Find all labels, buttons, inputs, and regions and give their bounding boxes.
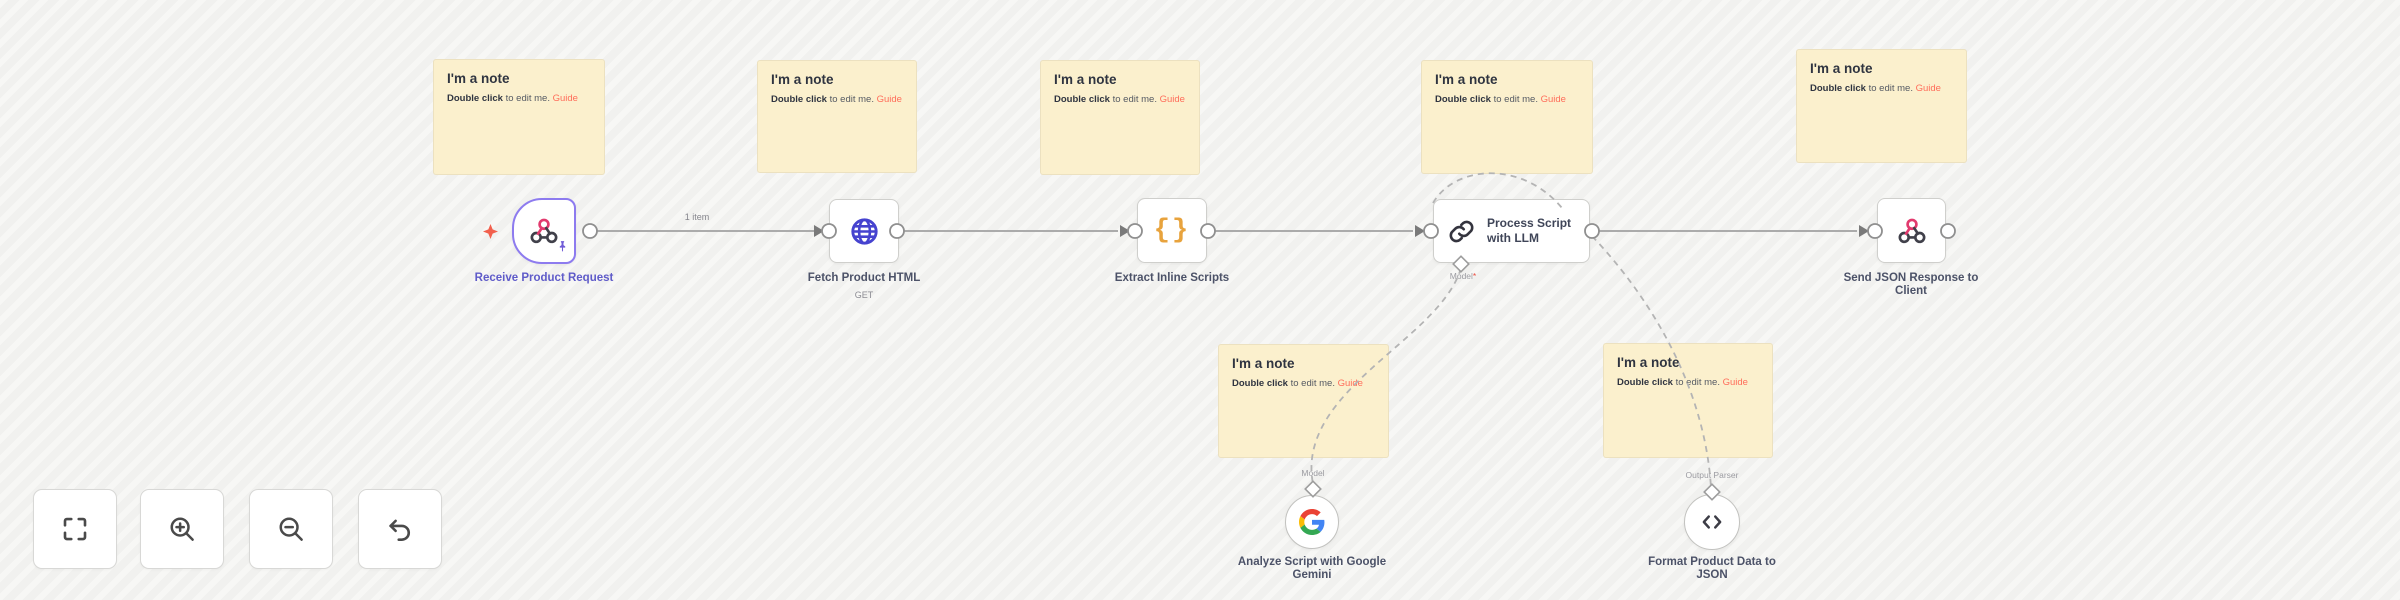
anchor-label-model-required: Model* — [1450, 271, 1476, 281]
note-body: Double click to edit me. Guide — [1617, 377, 1759, 388]
sticky-note[interactable]: I'm a note Double click to edit me. Guid… — [1603, 343, 1773, 458]
arrowhead-icon — [1120, 225, 1130, 237]
node-label-receive: Receive Product Request — [474, 272, 614, 284]
subnode-label-gemini: Analyze Script with Google Gemini — [1237, 556, 1387, 581]
node-receive-product-request[interactable] — [512, 198, 576, 264]
note-body: Double click to edit me. Guide — [447, 93, 591, 104]
webhook-icon — [1898, 218, 1925, 243]
anchor-model-text: Model — [1449, 271, 1473, 281]
note-guide-link[interactable]: Guide — [1540, 94, 1566, 105]
note-guide-link[interactable]: Guide — [1337, 378, 1363, 389]
undo-icon — [389, 519, 411, 541]
note-title: I'm a note — [1054, 72, 1117, 87]
sticky-note[interactable]: I'm a note Double click to edit me. Guid… — [433, 59, 605, 175]
note-title: I'm a note — [447, 71, 510, 86]
node-extract-inline-scripts[interactable]: {} — [1137, 198, 1207, 263]
node-label-respond: Send JSON Response to Client — [1843, 272, 1979, 297]
google-g-icon — [1299, 509, 1325, 535]
code-brackets-icon — [1702, 515, 1722, 529]
note-body-bold: Double click — [1810, 83, 1866, 94]
chain-link-icon — [1449, 220, 1474, 242]
subnode-google-gemini[interactable] — [1285, 495, 1339, 549]
note-body-bold: Double click — [1617, 377, 1673, 388]
undo-button[interactable] — [358, 489, 442, 569]
connection-items-label: 1 item — [684, 212, 710, 222]
note-body-bold: Double click — [1435, 94, 1491, 105]
sticky-note[interactable]: I'm a note Double click to edit me. Guid… — [1421, 60, 1593, 174]
note-body: Double click to edit me. Guide — [1435, 94, 1579, 105]
anchor-label-model: Model — [1301, 468, 1325, 478]
zoom-in-icon — [170, 517, 194, 541]
fit-view-icon — [63, 517, 87, 541]
note-body-rest: to edit me. — [1672, 377, 1723, 388]
pushpin-icon — [556, 240, 569, 258]
note-body: Double click to edit me. Guide — [1810, 83, 1953, 94]
note-body-bold: Double click — [1054, 94, 1110, 105]
sticky-note[interactable]: I'm a note Double click to edit me. Guid… — [1796, 49, 1967, 163]
node-process-script-with-llm[interactable]: Process Script with LLM — [1433, 199, 1590, 263]
note-guide-link[interactable]: Guide — [876, 94, 902, 105]
sticky-note[interactable]: I'm a note Double click to edit me. Guid… — [1218, 344, 1389, 458]
note-guide-link[interactable]: Guide — [552, 93, 578, 104]
note-body: Double click to edit me. Guide — [1054, 94, 1186, 105]
subnode-format-json[interactable] — [1684, 494, 1740, 550]
arrowhead-icon — [1859, 225, 1869, 237]
zoom-out-icon — [279, 517, 303, 541]
fit-view-button[interactable] — [33, 489, 117, 569]
note-guide-link[interactable]: Guide — [1722, 377, 1748, 388]
note-body-bold: Double click — [1232, 378, 1288, 389]
output-port[interactable] — [582, 223, 598, 239]
note-title: I'm a note — [1232, 356, 1295, 371]
note-body-rest: to edit me. — [1490, 94, 1541, 105]
note-body: Double click to edit me. Guide — [1232, 378, 1375, 389]
node-label-fetch: Fetch Product HTML — [807, 272, 921, 284]
note-body-rest: to edit me. — [826, 94, 877, 105]
zoom-in-button[interactable] — [140, 489, 224, 569]
note-body-rest: to edit me. — [502, 93, 553, 104]
note-title: I'm a note — [1435, 72, 1498, 87]
anchor-label-output-parser: Output Parser — [1685, 470, 1739, 480]
note-body: Double click to edit me. Guide — [771, 94, 903, 105]
spark-icon — [483, 224, 498, 244]
note-title: I'm a note — [1617, 355, 1680, 370]
curly-braces-icon: {} — [1153, 215, 1191, 246]
note-body-rest: to edit me. — [1865, 83, 1916, 94]
zoom-out-button[interactable] — [249, 489, 333, 569]
anchor-required-asterisk: * — [1472, 271, 1477, 281]
arrowhead-icon — [1415, 225, 1425, 237]
arrowhead-icon — [814, 225, 824, 237]
note-body-rest: to edit me. — [1287, 378, 1338, 389]
note-title: I'm a note — [771, 72, 834, 87]
note-body-bold: Double click — [447, 93, 503, 104]
node-send-json-response[interactable] — [1877, 198, 1946, 263]
node-sublabel-method: GET — [854, 290, 874, 300]
subnode-label-format: Format Product Data to JSON — [1648, 556, 1776, 581]
node-fetch-product-html[interactable] — [829, 199, 899, 263]
note-title: I'm a note — [1810, 61, 1873, 76]
globe-icon — [850, 217, 878, 245]
node-label-extract: Extract Inline Scripts — [1114, 272, 1230, 284]
webhook-icon — [530, 218, 558, 244]
note-body-bold: Double click — [771, 94, 827, 105]
note-guide-link[interactable]: Guide — [1915, 83, 1941, 94]
sticky-note[interactable]: I'm a note Double click to edit me. Guid… — [1040, 60, 1200, 175]
node-inner-label-process: Process Script with LLM — [1487, 216, 1572, 245]
note-guide-link[interactable]: Guide — [1159, 94, 1185, 105]
note-body-rest: to edit me. — [1109, 94, 1160, 105]
sticky-note[interactable]: I'm a note Double click to edit me. Guid… — [757, 60, 917, 173]
